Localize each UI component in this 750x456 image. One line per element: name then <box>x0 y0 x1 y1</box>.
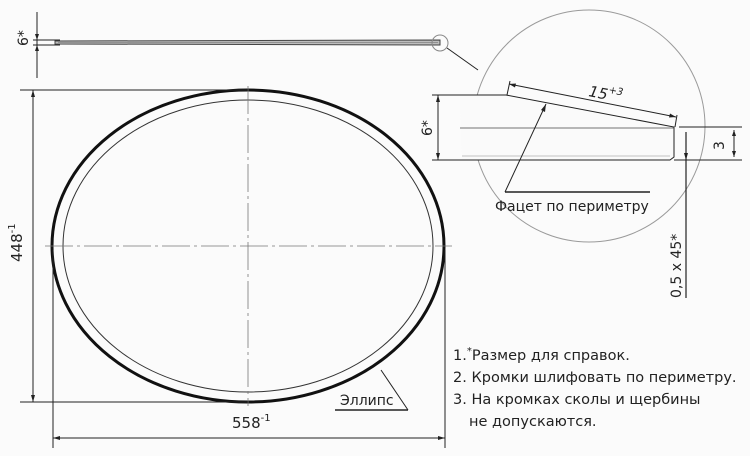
side-thickness-label: 6* <box>16 30 32 46</box>
ellipse-callout-label: Эллипс <box>340 393 394 409</box>
edge-height-label: 3 <box>712 141 728 150</box>
width-dimension-label: 558-1 <box>232 413 271 432</box>
note-1: 1.*Размер для справок. <box>453 346 630 364</box>
chamfer-label: 0,5 x 45* <box>669 234 685 298</box>
note-3-continued: не допускаются. <box>469 413 597 430</box>
notes-block: 1.*Размер для справок. 2. Кромки шлифова… <box>453 341 737 433</box>
note-3: 3. На кромках сколы и щербины <box>453 391 701 408</box>
side-view: 6* <box>16 12 479 78</box>
top-view: 448-1 558-1 Эллипс <box>7 86 452 448</box>
facet-length-label: 15+3 <box>587 81 624 106</box>
facet-callout-label: Фацет по периметру <box>495 199 649 215</box>
detail-view: 6* 15+3 3 0,5 x 45* Фацет по периметру <box>420 9 742 298</box>
detail-thickness-label: 6* <box>420 120 436 136</box>
detail-callout-circle <box>431 34 449 52</box>
note-2: 2. Кромки шлифовать по периметру. <box>453 369 737 386</box>
height-dimension-label: 448-1 <box>7 223 26 262</box>
